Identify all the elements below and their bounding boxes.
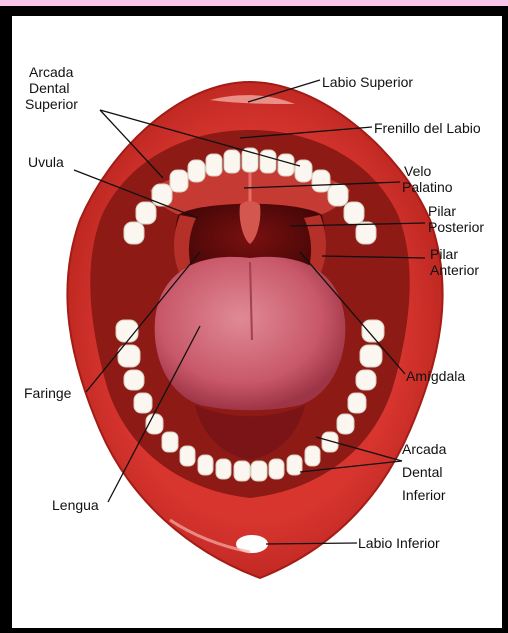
label-frenillo-del-labio: Frenillo del Labio	[374, 120, 481, 136]
label-arcada-dental-inferior-1: Arcada	[402, 441, 446, 457]
label-lengua: Lengua	[52, 497, 99, 513]
label-arcada-dental-superior-1: Arcada	[29, 64, 73, 80]
label-faringe: Faringe	[24, 385, 71, 401]
frame-top-bar	[0, 0, 508, 6]
label-labio-inferior: Labio Inferior	[358, 535, 440, 551]
label-amigdala: Amígdala	[406, 368, 465, 384]
label-arcada-dental-inferior-3: Inferior	[402, 487, 446, 503]
label-velo-palatino-2: Palatino	[402, 179, 453, 195]
label-pilar-anterior-2: Anterior	[430, 262, 479, 278]
label-arcada-dental-inferior-2: Dental	[402, 464, 442, 480]
label-pilar-posterior-2: Posterior	[428, 219, 484, 235]
label-uvula: Uvula	[28, 154, 64, 170]
label-arcada-dental-superior-2: Dental	[29, 80, 69, 96]
diagram-panel: Arcada Dental Superior Labio Superior Fr…	[12, 16, 502, 628]
label-velo-palatino-1: Velo	[404, 163, 431, 179]
label-arcada-dental-superior-3: Superior	[25, 96, 78, 112]
label-pilar-anterior-1: Pilar	[430, 246, 458, 262]
label-pilar-posterior-1: Pilar	[428, 203, 456, 219]
label-labio-superior: Labio Superior	[322, 74, 413, 90]
